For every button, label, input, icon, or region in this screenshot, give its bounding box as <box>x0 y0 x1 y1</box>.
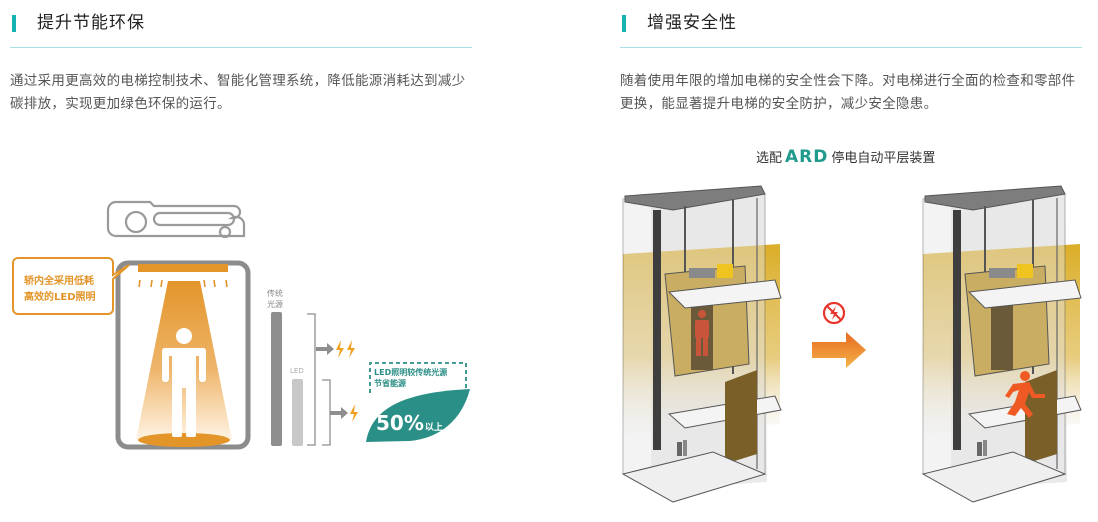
savings-value: 50%以上 <box>376 411 443 435</box>
safety-section: 增强安全性 随着使用年限的增加电梯的安全性会下降。对电梯进行全面的检查和零部件更… <box>620 0 1082 112</box>
arrow-right-icon <box>812 332 866 368</box>
traditional-bracket <box>307 313 316 446</box>
section-accent-bar <box>12 15 16 32</box>
section-header: 提升节能环保 <box>10 0 472 48</box>
callout-bubble <box>12 257 130 315</box>
traction-machine-icon <box>106 200 246 239</box>
light-rays <box>138 279 228 288</box>
callout-line-2: 高效的LED照明 <box>24 290 96 303</box>
section-title: 提升节能环保 <box>37 13 145 33</box>
no-power-icon <box>822 301 846 325</box>
lightning-bolt-icon <box>347 340 355 358</box>
ard-caption-prefix: 选配 <box>756 151 783 166</box>
led-panel <box>138 264 228 272</box>
elevator-leveled-illustration <box>922 185 1082 503</box>
lightning-bolt-icon <box>336 340 344 358</box>
energy-bolts-traditional <box>336 340 355 358</box>
lightning-bolt-icon <box>350 404 358 422</box>
energy-bolts-led <box>350 404 358 422</box>
callout-line-1: 轿内全采用低耗 <box>24 274 94 287</box>
arrow-right-icon <box>316 343 348 419</box>
person-icon <box>162 328 206 437</box>
savings-note-line-1: LED照明较传统光源 <box>374 367 447 377</box>
trapped-person-icon <box>695 310 709 356</box>
section-title: 增强安全性 <box>647 13 737 33</box>
traditional-bar <box>271 312 282 446</box>
floor-light-spot <box>138 433 230 447</box>
ard-caption-suffix: 停电自动平层装置 <box>831 151 936 166</box>
traditional-label-1: 传统 <box>267 288 283 298</box>
section-accent-bar <box>622 15 626 32</box>
leaf-badge <box>366 389 470 442</box>
section-header: 增强安全性 <box>620 0 1082 48</box>
savings-note-line-2: 节省能源 <box>374 378 406 388</box>
savings-note-box <box>369 362 467 393</box>
energy-section: 提升节能环保 通过采用更高效的电梯控制技术、智能化管理系统，降低能源消耗达到减少… <box>10 0 472 112</box>
elevator-stuck-illustration <box>622 185 782 503</box>
led-bar <box>292 379 303 446</box>
ard-highlight: ARD <box>785 147 829 167</box>
running-person-icon <box>1005 371 1045 418</box>
led-label: LED <box>290 367 304 375</box>
section-body: 随着使用年限的增加电梯的安全性会下降。对电梯进行全面的检查和零部件更换，能显著提… <box>620 73 1076 112</box>
traditional-label-2: 光源 <box>267 299 283 309</box>
section-body: 通过采用更高效的电梯控制技术、智能化管理系统，降低能源消耗达到减少碳排放，实现更… <box>10 73 466 112</box>
